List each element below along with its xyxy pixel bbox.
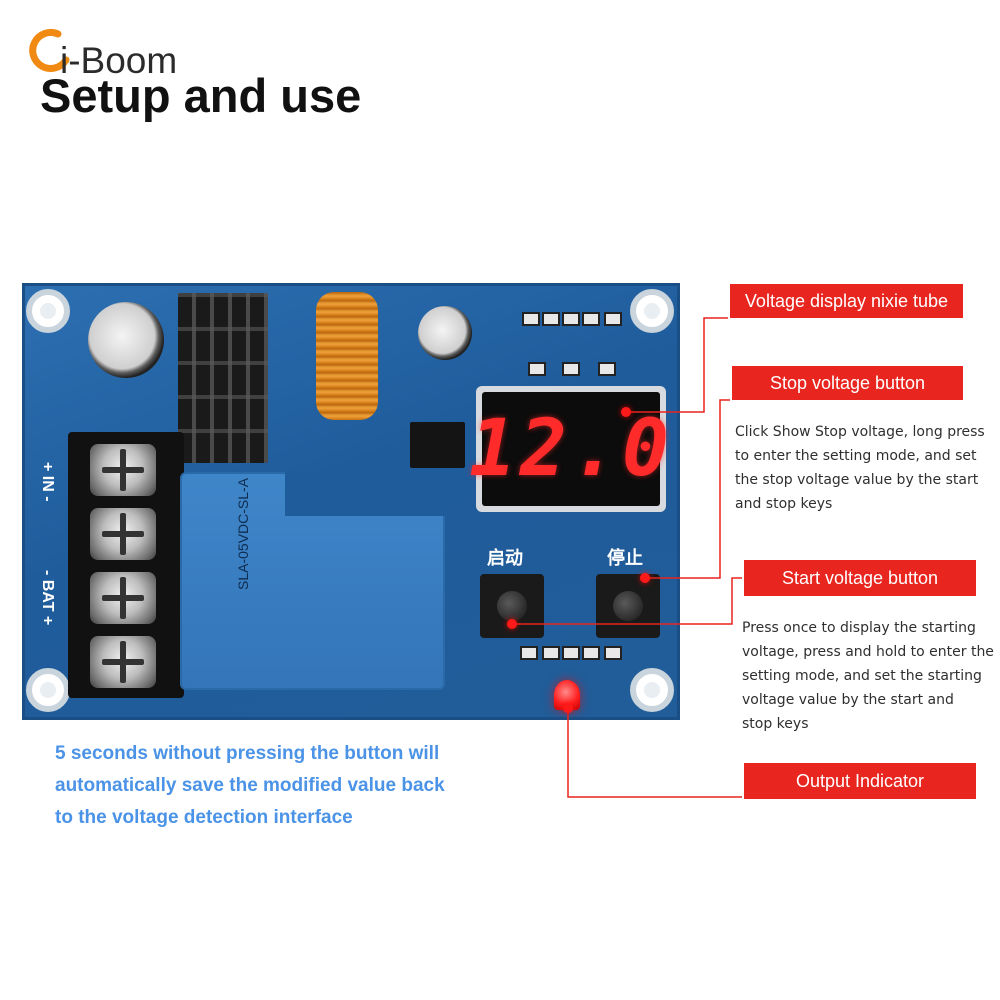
- smd-resistor: [562, 362, 580, 376]
- smd-resistor: [604, 312, 622, 326]
- display-value: 12.0: [469, 404, 673, 494]
- smd-resistor: [604, 646, 622, 660]
- smd-resistor: [528, 362, 546, 376]
- callout-dot: [563, 703, 573, 713]
- description-line: voltage, press and hold to enter the: [742, 644, 994, 660]
- callout-stop-title: Stop voltage button: [732, 366, 963, 400]
- smd-resistor: [582, 312, 600, 326]
- mounting-hole: [26, 668, 70, 712]
- brand-logo-icon: [29, 28, 70, 72]
- relay-notch: [285, 472, 445, 516]
- smd-resistor: [562, 312, 580, 326]
- screw-terminal-block: [68, 432, 184, 698]
- note-line: to the voltage detection interface: [55, 807, 353, 828]
- description-line: stop keys: [742, 716, 809, 732]
- description-line: setting mode, and set the starting: [742, 668, 982, 684]
- terminal-screw-icon: [90, 572, 156, 624]
- callout-dot: [507, 619, 517, 629]
- callout-start-description: Press once to display the starting volta…: [742, 616, 998, 736]
- description-line: Click Show Stop voltage, long press: [735, 424, 985, 440]
- mounting-hole: [26, 289, 70, 333]
- button-cap-icon: [613, 591, 643, 621]
- stop-button[interactable]: [596, 574, 660, 638]
- smd-resistor: [598, 362, 616, 376]
- inductor-coil: [316, 292, 378, 420]
- callout-dot: [640, 573, 650, 583]
- terminal-screw-icon: [90, 508, 156, 560]
- callout-dot: [621, 407, 631, 417]
- mounting-hole: [630, 668, 674, 712]
- chip-ic: [410, 422, 465, 468]
- callout-stop-description: Click Show Stop voltage, long press to e…: [735, 420, 995, 516]
- terminal-screw-icon: [90, 636, 156, 688]
- callout-output-title: Output Indicator: [744, 763, 976, 799]
- note-line: 5 seconds without pressing the button wi…: [55, 743, 440, 764]
- terminal-label-bat: - BAT +: [38, 570, 56, 626]
- terminal-label-in: + IN -: [38, 462, 56, 502]
- mounting-hole: [630, 289, 674, 333]
- stop-button-label: 停止: [607, 548, 643, 569]
- capacitor-small: [418, 306, 472, 360]
- smd-resistor: [542, 312, 560, 326]
- description-line: and stop keys: [735, 496, 833, 512]
- callout-start-title: Start voltage button: [744, 560, 976, 596]
- heatsink: [178, 293, 268, 463]
- smd-resistor: [520, 646, 538, 660]
- description-line: to enter the setting mode, and set: [735, 448, 977, 464]
- page-title: Setup and use: [40, 69, 362, 122]
- terminal-screw-icon: [90, 444, 156, 496]
- description-line: the stop voltage value by the start: [735, 472, 979, 488]
- smd-resistor: [582, 646, 600, 660]
- autosave-note: 5 seconds without pressing the button wi…: [55, 738, 505, 834]
- note-line: automatically save the modified value ba…: [55, 775, 445, 796]
- smd-resistor: [562, 646, 580, 660]
- callout-display-title: Voltage display nixie tube: [730, 284, 963, 318]
- description-line: Press once to display the starting: [742, 620, 976, 636]
- brand-name: i-Boom: [60, 40, 178, 81]
- smd-resistor: [522, 312, 540, 326]
- button-cap-icon: [497, 591, 527, 621]
- description-line: voltage value by the start and: [742, 692, 954, 708]
- capacitor-large: [88, 302, 164, 378]
- smd-resistor: [542, 646, 560, 660]
- start-button-label: 启动: [487, 548, 523, 569]
